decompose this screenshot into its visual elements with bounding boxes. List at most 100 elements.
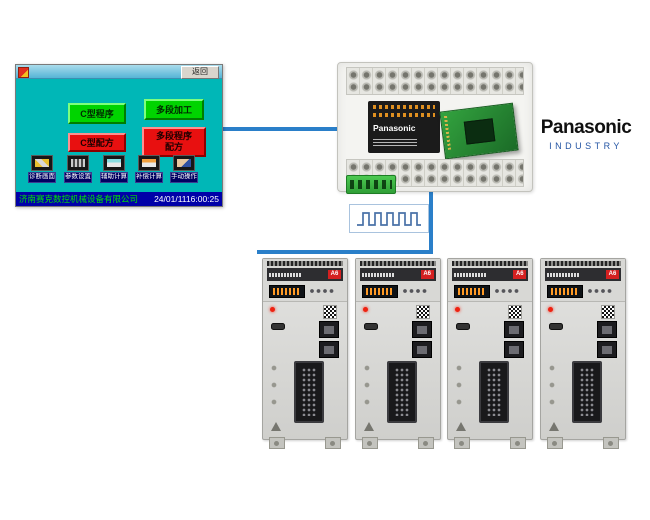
servo-network-ports — [411, 321, 432, 361]
servo-foot-right — [325, 437, 341, 449]
button-multi-recipe[interactable]: 多段程序配方 — [142, 127, 206, 157]
button-multi-recipe-label: 多段程序配方 — [155, 131, 192, 152]
toolbar-button-diagnosis[interactable]: 诊断画面 — [28, 155, 56, 183]
servo-header-bar: A6 — [359, 268, 436, 281]
servo-series-badge: A6 — [513, 270, 527, 279]
servo-qr-code — [600, 305, 615, 319]
manual-operation-icon — [173, 155, 195, 171]
servo-vent-slots — [544, 261, 621, 266]
plc-circuit-board — [439, 102, 519, 160]
datetime-display: 24/01/1116:00:25 — [154, 194, 219, 204]
plc-unit: Panasonic — [337, 62, 533, 194]
warning-triangle-icon — [456, 422, 467, 431]
servo-mounting-holes — [547, 363, 556, 415]
servo-status-led — [362, 307, 368, 312]
connection-line-plc-to-bus — [429, 189, 433, 252]
compensation-calculator-icon — [138, 155, 160, 171]
servo-port-x2 — [411, 341, 432, 358]
servo-drive: A6 — [447, 258, 534, 449]
hmi-panel: 返回 C型程序 多段加工 C型配方 多段程序配方 诊断画面 参数设置 辅助计算 … — [15, 64, 223, 207]
warning-triangle-icon — [548, 422, 559, 431]
servo-network-ports — [596, 321, 617, 361]
plc-terminal-strip-top — [346, 67, 524, 95]
hmi-titlebar: 返回 — [16, 65, 222, 79]
plc-led-indicators — [373, 113, 435, 117]
toolbar-label: 参数设置 — [64, 172, 92, 183]
warning-triangle-icon — [271, 422, 281, 431]
connection-line-servo-bus — [257, 250, 433, 254]
toolbar-button-aux-calc[interactable]: 辅助计算 — [100, 155, 128, 183]
diagnosis-tools-icon — [31, 155, 53, 171]
servo-port-x1 — [504, 321, 525, 338]
button-multi-segment[interactable]: 多段加工 — [144, 99, 204, 120]
servo-key-buttons — [401, 288, 428, 294]
servo-port-x2 — [504, 341, 525, 358]
pulse-signal-box — [349, 204, 429, 233]
servo-series-badge: A6 — [420, 270, 434, 279]
servo-port-x2 — [596, 341, 617, 358]
button-c-program[interactable]: C型程序 — [68, 103, 126, 124]
servo-qr-code — [508, 305, 523, 319]
servo-port-x2 — [319, 341, 339, 358]
servo-key-buttons — [309, 288, 335, 294]
servo-qr-code — [415, 305, 430, 319]
servo-brand-text-marks — [454, 272, 487, 277]
servo-key-buttons — [494, 288, 521, 294]
servo-brand-text-marks — [361, 272, 394, 277]
pulse-wave-icon — [357, 211, 421, 226]
plc-chip — [463, 118, 496, 145]
brand-subtitle: INDUSTRY — [549, 141, 623, 151]
servo-foot-left — [361, 437, 378, 449]
servo-vent-slots — [359, 261, 436, 266]
hmi-status-bar: 济南赛克数控机械设备有限公司 24/01/1116:00:25 — [16, 192, 222, 206]
servo-vent-slots — [267, 261, 343, 266]
servo-status-led — [270, 307, 275, 312]
toolbar-button-parameters[interactable]: 参数设置 — [64, 155, 92, 183]
plc-green-connector — [346, 175, 396, 194]
servo-usb-port — [548, 323, 563, 330]
button-c-recipe[interactable]: C型配方 — [68, 133, 126, 152]
servo-vent-slots — [452, 261, 529, 266]
servo-mounting-holes — [362, 363, 371, 415]
warning-triangle-icon — [363, 422, 374, 431]
servo-brand-text-marks — [269, 272, 301, 277]
servo-foot-left — [454, 437, 471, 449]
servo-drive: A6 — [539, 258, 626, 449]
servo-main-connector — [386, 361, 417, 423]
servo-header-bar: A6 — [544, 268, 621, 281]
servo-mounting-holes — [270, 363, 278, 415]
aux-calculator-icon — [103, 155, 125, 171]
toolbar-button-manual[interactable]: 手动操作 — [170, 155, 198, 183]
servo-foot-left — [546, 437, 563, 449]
plc-front-label-panel: Panasonic — [368, 101, 440, 153]
servo-segment-display — [546, 285, 583, 298]
servo-network-ports — [319, 321, 339, 361]
servo-series-badge: A6 — [328, 270, 341, 279]
servo-foot-right — [417, 437, 434, 449]
servo-drive: A6 — [262, 258, 348, 449]
servo-usb-port — [271, 323, 285, 330]
toolbar-button-comp-calc[interactable]: 补偿计算 — [135, 155, 163, 183]
servo-foot-right — [510, 437, 527, 449]
servo-port-x1 — [596, 321, 617, 338]
servo-usb-port — [363, 323, 378, 330]
company-name: 济南赛克数控机械设备有限公司 — [19, 194, 139, 204]
brand-name: Panasonic — [540, 117, 632, 138]
servo-segment-display — [269, 285, 305, 298]
app-logo-icon — [18, 67, 29, 78]
servo-drive-row: A6 A6 — [262, 258, 626, 454]
servo-main-connector — [571, 361, 602, 423]
servo-main-connector — [479, 361, 510, 423]
servo-key-buttons — [586, 288, 613, 294]
plc-led-indicators — [373, 105, 435, 109]
servo-usb-port — [456, 323, 471, 330]
toolbar-label: 诊断画面 — [28, 172, 56, 183]
plc-brand-text: Panasonic — [373, 123, 416, 133]
servo-segment-display — [361, 285, 398, 298]
servo-header-bar: A6 — [267, 268, 343, 281]
servo-port-x1 — [411, 321, 432, 338]
panasonic-logo: Panasonic INDUSTRY — [540, 117, 632, 151]
servo-foot-right — [602, 437, 619, 449]
back-button[interactable]: 返回 — [181, 66, 219, 79]
servo-status-led — [547, 307, 553, 312]
